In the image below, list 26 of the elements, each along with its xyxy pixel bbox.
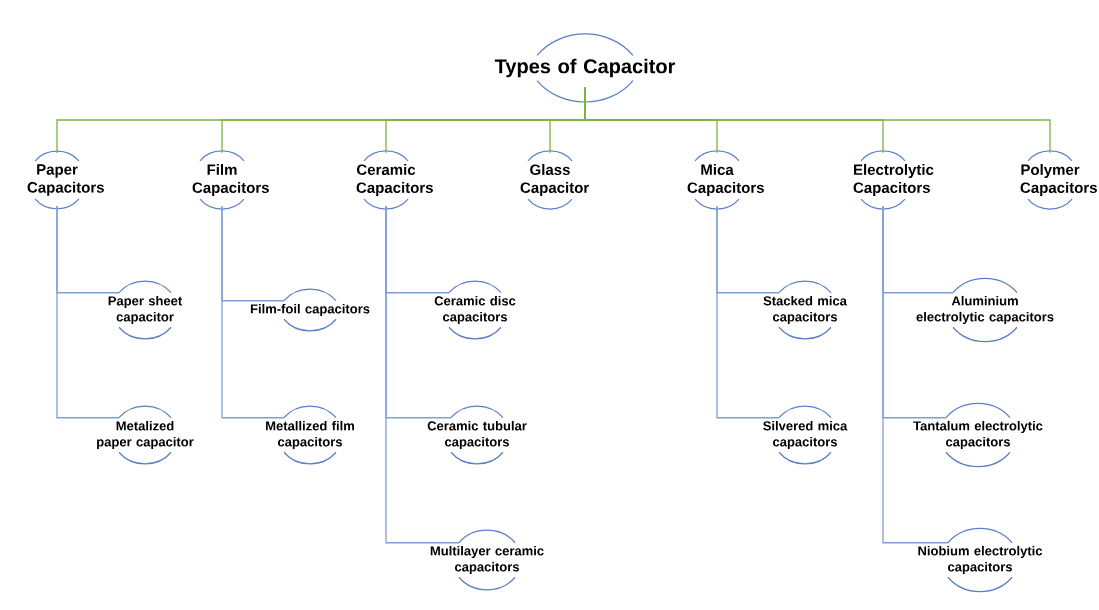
subtype-node: Niobium electrolytic capacitors [918,527,1043,593]
subtype-node: Stacked mica capacitors [763,280,847,340]
subtype-node: Film-foil capacitors [250,288,370,332]
connector-line [716,205,780,419]
category-node: Ceramic Capacitors [356,150,433,210]
connector-line [882,205,949,544]
connector-line [56,205,120,419]
subtype-node: Metallized film capacitors [266,405,354,465]
category-node: Film Capacitors [192,150,269,210]
category-node: Glass Capacitor [520,150,589,210]
subtype-node: Multilayer ceramic capacitors [430,529,544,591]
subtype-node: Paper sheet capacitor [108,280,183,340]
subtype-node: Ceramic disc capacitors [434,280,516,340]
connector-line [584,86,1051,154]
category-node: Polymer Capacitors [1020,150,1097,210]
subtype-node: Ceramic tubular capacitors [427,405,527,465]
subtype-node: Aluminium electrolytic capacitors [916,277,1054,343]
connector-line [221,205,285,419]
category-node: Mica Capacitors [687,150,764,210]
subtype-node: Silvered mica capacitors [763,405,848,465]
connector-line [385,205,460,544]
subtype-node: Metalized paper capacitor [97,405,194,465]
subtype-node: Tantalum electrolytic capacitors [913,402,1043,468]
root-node: Types of Capacitor [494,33,676,103]
category-node: Electrolytic Capacitors [853,150,934,210]
category-node: Paper Capacitors [27,150,104,210]
